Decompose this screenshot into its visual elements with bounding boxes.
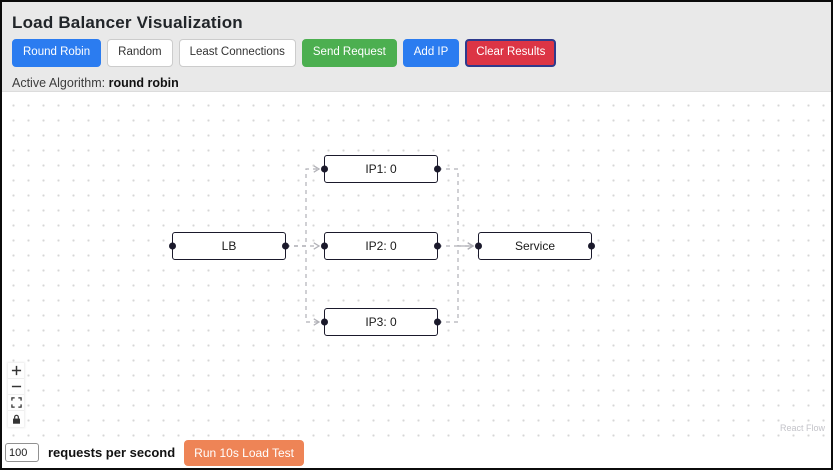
- react-flow-attribution[interactable]: React Flow: [779, 423, 825, 433]
- handle-left[interactable]: [321, 242, 328, 250]
- handle-right[interactable]: [434, 242, 441, 250]
- rate-input[interactable]: [5, 443, 39, 462]
- add-ip-button[interactable]: Add IP: [402, 39, 460, 67]
- node-label: IP1: 0: [365, 162, 397, 176]
- random-button[interactable]: Random: [107, 39, 173, 67]
- handle-left[interactable]: [321, 318, 328, 326]
- flow-canvas[interactable]: LB IP1: 0 IP2: 0 IP3: 0 Service: [2, 92, 831, 437]
- toolbar: Round Robin Random Least Connections Sen…: [12, 39, 821, 67]
- edge-lb-ip3: [286, 245, 321, 326]
- node-ip3[interactable]: IP3: 0: [321, 308, 441, 336]
- header: Load Balancer Visualization Round Robin …: [2, 2, 831, 92]
- minus-icon: [11, 385, 21, 388]
- active-algorithm-label: Active Algorithm:: [12, 75, 106, 90]
- node-label: IP3: 0: [365, 315, 397, 329]
- send-request-button[interactable]: Send Request: [301, 39, 397, 67]
- node-label: Service: [514, 239, 555, 253]
- rate-label: requests per second: [48, 445, 176, 460]
- node-ip2[interactable]: IP2: 0: [321, 232, 441, 260]
- page-title: Load Balancer Visualization: [12, 13, 243, 32]
- handle-right[interactable]: [282, 242, 289, 250]
- lock-icon: [12, 414, 20, 424]
- active-algorithm-value: round robin: [108, 75, 179, 90]
- clear-results-button[interactable]: Clear Results: [465, 39, 557, 67]
- flow-controls: [8, 363, 24, 427]
- plus-icon: [11, 365, 21, 376]
- run-load-test-button[interactable]: Run 10s Load Test: [184, 439, 305, 466]
- node-service[interactable]: Service: [475, 232, 595, 260]
- active-algorithm-line: Active Algorithm: round robin: [12, 76, 821, 90]
- least-connections-button[interactable]: Least Connections: [178, 39, 296, 67]
- edge-ip1-service: [438, 168, 475, 250]
- zoom-out-button[interactable]: [8, 379, 24, 395]
- handle-right[interactable]: [434, 165, 441, 173]
- handle-left[interactable]: [169, 242, 176, 250]
- node-ip1[interactable]: IP1: 0: [321, 155, 441, 183]
- handle-left[interactable]: [321, 165, 328, 173]
- edge-ip3-service: [438, 242, 475, 323]
- edge-layer: [286, 165, 475, 326]
- node-label: LB: [221, 239, 237, 253]
- fit-view-icon: [10, 397, 22, 408]
- zoom-in-button[interactable]: [8, 363, 24, 379]
- fit-view-button[interactable]: [8, 395, 24, 411]
- node-lb[interactable]: LB: [169, 232, 289, 260]
- footer-bar: requests per second Run 10s Load Test: [2, 437, 831, 468]
- edge-lb-ip1: [286, 165, 321, 247]
- round-robin-button[interactable]: Round Robin: [12, 39, 102, 67]
- handle-right[interactable]: [588, 242, 595, 250]
- handle-right[interactable]: [434, 318, 441, 326]
- lock-button[interactable]: [8, 411, 24, 427]
- handle-left[interactable]: [475, 242, 482, 250]
- node-label: IP2: 0: [365, 239, 397, 253]
